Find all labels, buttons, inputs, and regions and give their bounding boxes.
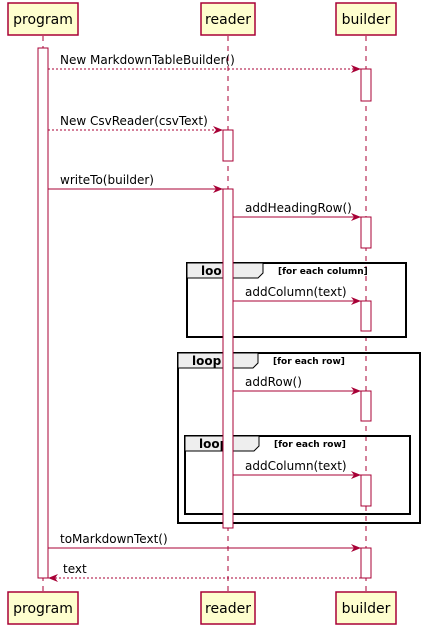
participant-label-reader: reader <box>205 601 251 617</box>
loop-fragment-frame <box>184 435 411 515</box>
loop-fragment-tab <box>177 352 259 369</box>
message-label: addColumn(text) <box>245 459 347 473</box>
loop-fragment-guard: [for each row] <box>273 357 345 367</box>
activation-bar-builder <box>360 68 372 102</box>
loop-fragment-label: loop <box>192 354 222 368</box>
participant-label-program: program <box>13 601 73 617</box>
participant-box-bottom-reader <box>200 591 256 625</box>
participant-label-reader: reader <box>205 12 251 28</box>
loop-fragment-guard: [for each row] <box>274 440 346 450</box>
message-label: text <box>63 562 87 576</box>
activation-bar-builder <box>360 547 372 579</box>
activation-bar-builder <box>360 300 372 332</box>
participant-box-bottom-builder <box>335 591 397 625</box>
activation-bar-builder <box>360 474 372 507</box>
activation-bar-program <box>37 47 49 579</box>
loop-fragment-frame <box>186 262 407 338</box>
participant-box-top-reader <box>200 2 256 36</box>
message-label: addColumn(text) <box>245 285 347 299</box>
loop-fragment-label: loop <box>199 437 229 451</box>
participant-label-builder: builder <box>342 12 391 28</box>
activation-bar-reader <box>222 129 234 162</box>
loop-fragment-tab <box>184 435 260 452</box>
activation-bar-reader <box>222 188 234 529</box>
message-label: writeTo(builder) <box>60 173 154 187</box>
participant-box-top-program <box>7 2 79 36</box>
participant-label-program: program <box>13 12 73 28</box>
activation-bar-builder <box>360 390 372 422</box>
message-label: toMarkdownText() <box>60 532 168 546</box>
participant-box-bottom-program <box>7 591 79 625</box>
loop-fragment-frame <box>177 352 421 524</box>
loop-fragment-guard: [for each column] <box>278 267 368 277</box>
message-label: addRow() <box>245 375 302 389</box>
message-label: New CsvReader(csvText) <box>60 114 208 128</box>
message-label: New MarkdownTableBuilder() <box>60 53 235 67</box>
participant-label-builder: builder <box>342 601 391 617</box>
activation-bar-builder <box>360 216 372 249</box>
message-label: addHeadingRow() <box>245 201 352 215</box>
participant-box-top-builder <box>335 2 397 36</box>
